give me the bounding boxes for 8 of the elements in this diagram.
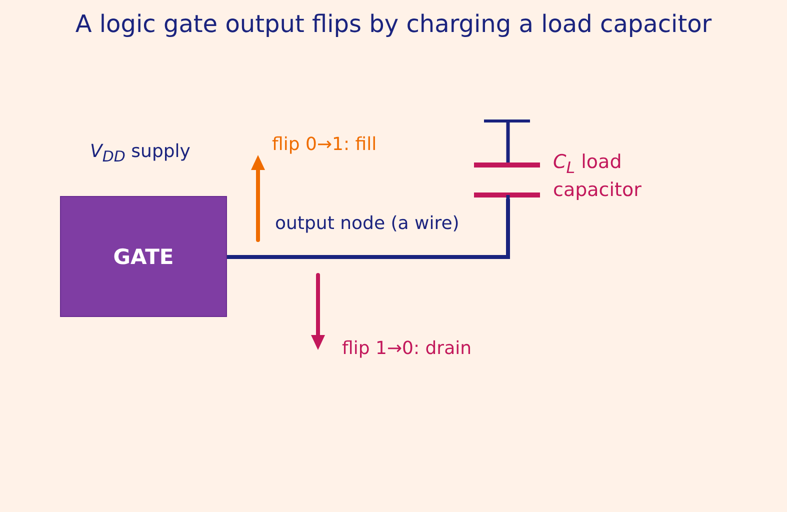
supply-label: V$_{DD}$ supply bbox=[90, 141, 190, 166]
flip-label: flip 1→0: drain bbox=[342, 338, 472, 359]
edge-label: output node (a wire) bbox=[275, 213, 460, 234]
logic-gate-box: GATE bbox=[60, 196, 227, 317]
wire bbox=[227, 199, 510, 259]
capacitor-label: C$_{L}$ load capacitor bbox=[553, 151, 642, 202]
flip-label: flip 0→1: fill bbox=[272, 134, 377, 155]
diagram-title: A logic gate output flips by charging a load capacitor bbox=[75, 10, 712, 38]
